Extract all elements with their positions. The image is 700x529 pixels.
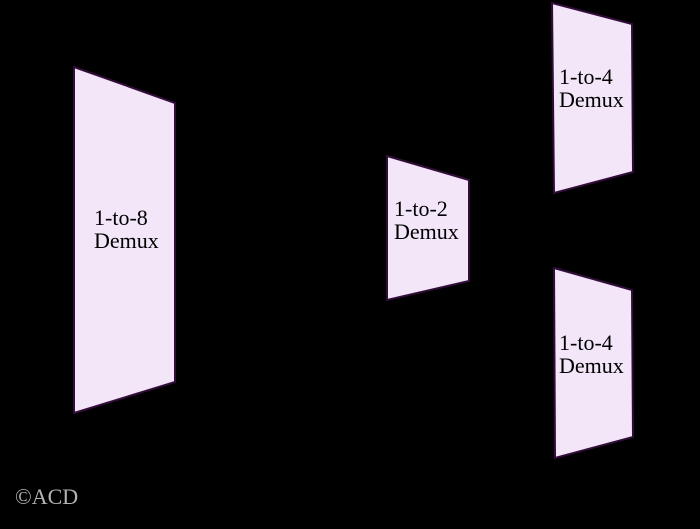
demux-1-to-8-label-line2: Demux [94,228,159,253]
demux-1-to-4-top-label: 1-to-4 Demux [559,65,624,111]
demux-1-to-4-top-shape [550,1,635,195]
demux-1-to-4-bottom-label-line1: 1-to-4 [559,330,613,355]
demux-1-to-2-shape [386,154,470,302]
demux-1-to-2-label-line2: Demux [394,219,459,244]
demux-1-to-4-bottom-label: 1-to-4 Demux [559,331,624,377]
demux-1-to-8-label-line1: 1-to-8 [94,205,148,230]
demux-1-to-4-bottom-label-line2: Demux [559,353,624,378]
demux-1-to-4-top-label-line1: 1-to-4 [559,64,613,89]
demux-1-to-8-label: 1-to-8 Demux [94,206,159,252]
copyright-text: ©ACD [15,484,79,509]
demux-1-to-2-label-line1: 1-to-2 [394,196,448,221]
demux-1-to-8-shape [73,65,176,415]
demux-1-to-2-label: 1-to-2 Demux [394,197,459,243]
demux-1-to-4-bottom-shape [552,266,635,460]
demux-1-to-4-top-label-line2: Demux [559,87,624,112]
